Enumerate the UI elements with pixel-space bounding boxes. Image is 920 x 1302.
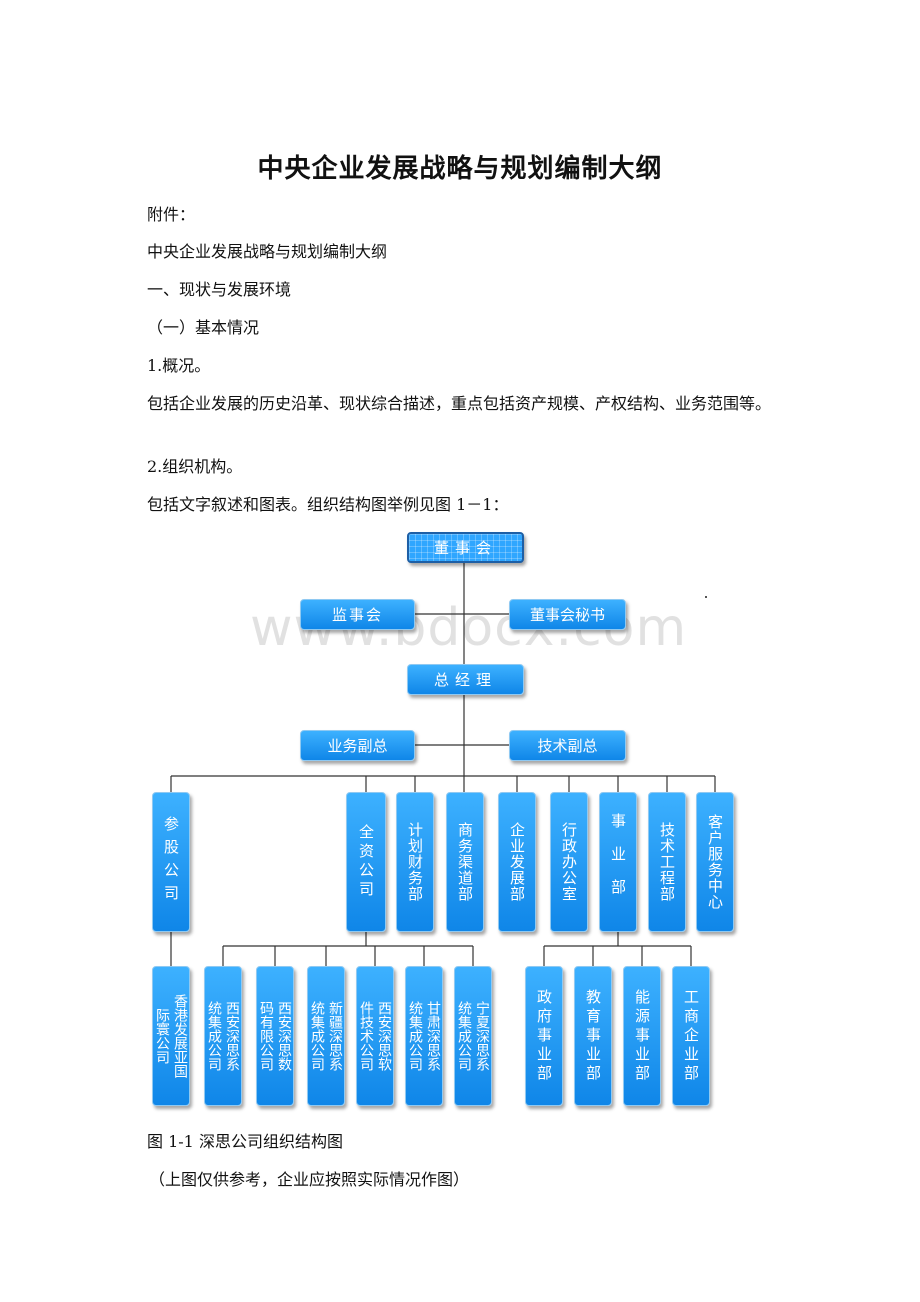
node-xian-digital-col2: 码有限公司	[258, 1001, 274, 1071]
figure-note: （上图仅供参考，企业应按照实际情况作图）	[149, 1170, 470, 1189]
node-government-bu: 政府事业部	[525, 966, 563, 1106]
node-xinjiang-col2: 统集成公司	[309, 1001, 325, 1071]
node-xian-software-col2: 件技术公司	[358, 1001, 374, 1071]
paragraph-doc-name: 中央企业发展战略与规划编制大纲	[147, 242, 388, 261]
node-business-vp: 业务副总	[300, 730, 415, 761]
node-xian-software-subsidiary: 西安深思软 件技术公司	[356, 966, 394, 1106]
heading-overview: 1.概况。	[147, 356, 211, 375]
node-hk-subsidiary: 香港发展亚国 际寰公司	[152, 966, 190, 1106]
node-business-units: 事业部	[599, 792, 637, 932]
heading-section-1: 一、现状与发展环境	[147, 280, 292, 299]
node-xian-systems-col1: 西安深思系	[224, 1001, 240, 1071]
node-enterprise-dev-dept: 企业发展部	[498, 792, 536, 932]
node-xinjiang-subsidiary: 新疆深思系 统集成公司	[307, 966, 345, 1106]
node-admin-office: 行政办公室	[550, 792, 588, 932]
node-xian-software-col1: 西安深思软	[376, 1001, 392, 1071]
node-energy-bu: 能源事业部	[623, 966, 661, 1106]
node-gansu-subsidiary: 甘肃深思系 统集成公司	[405, 966, 443, 1106]
node-hk-subsidiary-col1: 香港发展亚国	[172, 994, 188, 1078]
paragraph-attachment: 附件：	[147, 205, 196, 224]
node-technical-engineering-dept: 技术工程部	[648, 792, 686, 932]
node-industry-commerce-bu: 工商企业部	[672, 966, 710, 1106]
node-equity-companies: 参股公司	[152, 792, 190, 932]
node-gansu-col2: 统集成公司	[407, 1001, 423, 1071]
node-xian-systems-col2: 统集成公司	[206, 1001, 222, 1071]
node-business-channel-dept: 商务渠道部	[446, 792, 484, 932]
node-gansu-col1: 甘肃深思系	[425, 1001, 441, 1071]
paragraph-overview-text: 包括企业发展的历史沿革、现状综合描述，重点包括资产规模、产权结构、业务范围等。	[147, 394, 772, 413]
node-wholly-owned-companies: 全资公司	[346, 792, 386, 932]
node-xian-systems-subsidiary: 西安深思系 统集成公司	[204, 966, 242, 1106]
node-general-manager: 总经理	[407, 664, 524, 695]
heading-organization: 2.组织机构。	[147, 457, 243, 476]
node-supervisors: 监事会	[300, 599, 415, 630]
stray-mark	[705, 596, 707, 598]
paragraph-org-intro: 包括文字叙述和图表。组织结构图举例见图 1－1：	[147, 495, 509, 514]
node-xinjiang-col1: 新疆深思系	[327, 1001, 343, 1071]
node-ningxia-col1: 宁夏深思系	[474, 1001, 490, 1071]
document-title: 中央企业发展战略与规划编制大纲	[257, 154, 663, 184]
node-board: 董事会	[407, 532, 524, 563]
node-board-secretary: 董事会秘书	[509, 599, 626, 630]
node-education-bu: 教育事业部	[574, 966, 612, 1106]
node-hk-subsidiary-col2: 际寰公司	[154, 1008, 170, 1064]
node-xian-digital-col1: 西安深思数	[276, 1001, 292, 1071]
node-planning-finance-dept: 计划财务部	[396, 792, 434, 932]
heading-subsection-1: （一）基本情况	[147, 318, 260, 337]
node-ningxia-col2: 统集成公司	[456, 1001, 472, 1071]
node-xian-digital-subsidiary: 西安深思数 码有限公司	[256, 966, 294, 1106]
figure-caption: 图 1-1 深思公司组织结构图	[147, 1132, 343, 1151]
node-technical-vp: 技术副总	[509, 730, 626, 761]
node-ningxia-subsidiary: 宁夏深思系 统集成公司	[454, 966, 492, 1106]
paragraph-overview: 包括企业发展的历史沿革、现状综合描述，重点包括资产规模、产权结构、业务范围等。	[147, 393, 807, 415]
node-customer-service-center: 客户服务中心	[696, 792, 734, 932]
